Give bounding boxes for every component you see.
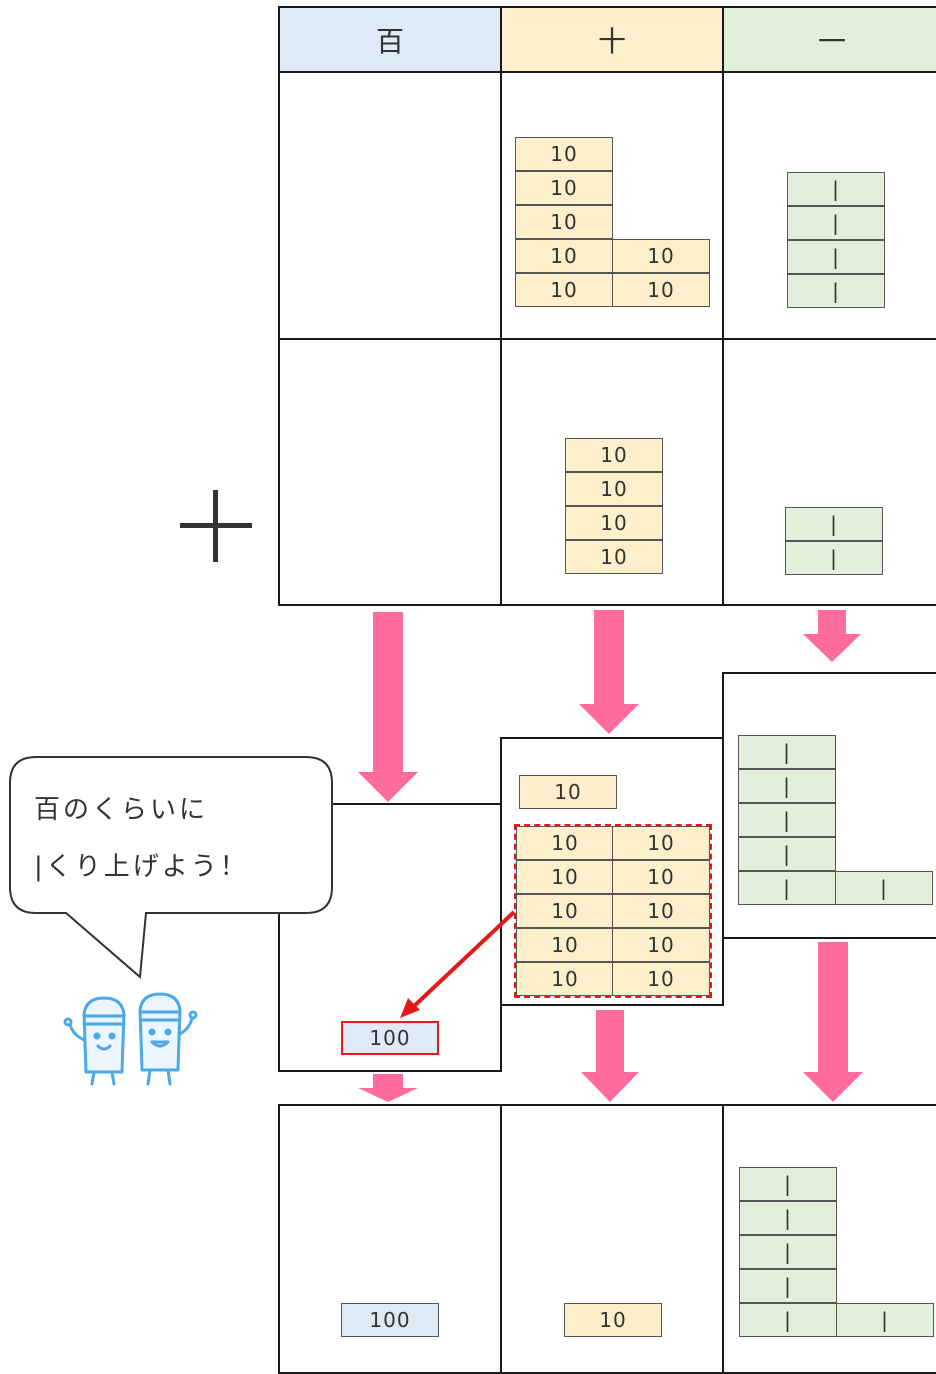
header-ones-label: 一 bbox=[817, 24, 846, 58]
speech-line-2: |くり上げよう！ bbox=[34, 852, 249, 882]
ten-block: 10 bbox=[565, 472, 663, 506]
grouped-ten-block: 10 bbox=[612, 962, 710, 996]
row1-hundreds-cell bbox=[278, 71, 502, 340]
one-block: | bbox=[787, 206, 885, 240]
grouped-ten-block: 10 bbox=[516, 962, 614, 996]
speech-line-1: 百のくらいに bbox=[34, 795, 209, 825]
ten-block: 10 bbox=[565, 506, 663, 540]
one-block: | bbox=[738, 803, 836, 837]
hundred-block: 100 bbox=[341, 1021, 439, 1055]
ten-block: 10 bbox=[612, 239, 710, 273]
ten-block: 10 bbox=[515, 205, 613, 239]
grouped-ten-block: 10 bbox=[612, 928, 710, 962]
one-block: | bbox=[787, 172, 885, 206]
one-block: | bbox=[739, 1235, 837, 1269]
down-arrow bbox=[803, 610, 861, 662]
one-block: | bbox=[739, 1201, 837, 1235]
ten-block: 10 bbox=[515, 137, 613, 171]
grouped-ten-block: 10 bbox=[516, 826, 614, 860]
ten-block: 10 bbox=[515, 171, 613, 205]
grouped-ten-block: 10 bbox=[612, 894, 710, 928]
one-block: | bbox=[787, 240, 885, 274]
down-arrow bbox=[581, 1010, 639, 1102]
down-arrow bbox=[358, 612, 418, 802]
header-tens-label: 十 bbox=[597, 24, 626, 58]
one-block: | bbox=[739, 1167, 837, 1201]
ten-block: 10 bbox=[515, 239, 613, 273]
one-block: | bbox=[835, 871, 933, 905]
grouped-ten-block: 10 bbox=[612, 826, 710, 860]
ten-block: 10 bbox=[612, 273, 710, 307]
one-block: | bbox=[739, 1303, 837, 1337]
header-hundreds-label: 百 bbox=[375, 24, 404, 58]
one-block: | bbox=[738, 871, 836, 905]
down-arrow bbox=[579, 610, 639, 734]
one-block: | bbox=[738, 837, 836, 871]
one-block: | bbox=[785, 507, 883, 541]
group-highlight-box bbox=[514, 824, 712, 998]
grouped-ten-block: 10 bbox=[516, 860, 614, 894]
one-block: | bbox=[836, 1303, 934, 1337]
one-block: | bbox=[785, 541, 883, 575]
header-hundreds: 百 bbox=[278, 6, 502, 73]
down-arrow bbox=[803, 942, 863, 1102]
ten-block: 10 bbox=[564, 1303, 662, 1337]
one-block: | bbox=[738, 769, 836, 803]
ten-block: 10 bbox=[565, 540, 663, 574]
grouped-ten-block: 10 bbox=[516, 928, 614, 962]
ten-block: 10 bbox=[515, 273, 613, 307]
one-block: | bbox=[738, 735, 836, 769]
grouped-ten-block: 10 bbox=[612, 860, 710, 894]
ten-block: 10 bbox=[565, 438, 663, 472]
mascot-characters-icon bbox=[63, 992, 198, 1086]
down-arrow bbox=[358, 1074, 418, 1102]
one-block: | bbox=[787, 274, 885, 308]
one-block: | bbox=[739, 1269, 837, 1303]
ten-block: 10 bbox=[519, 775, 617, 809]
plus-sign bbox=[180, 490, 252, 562]
speech-bubble bbox=[9, 756, 333, 980]
grouped-ten-block: 10 bbox=[516, 894, 614, 928]
hundred-block: 100 bbox=[341, 1303, 439, 1337]
